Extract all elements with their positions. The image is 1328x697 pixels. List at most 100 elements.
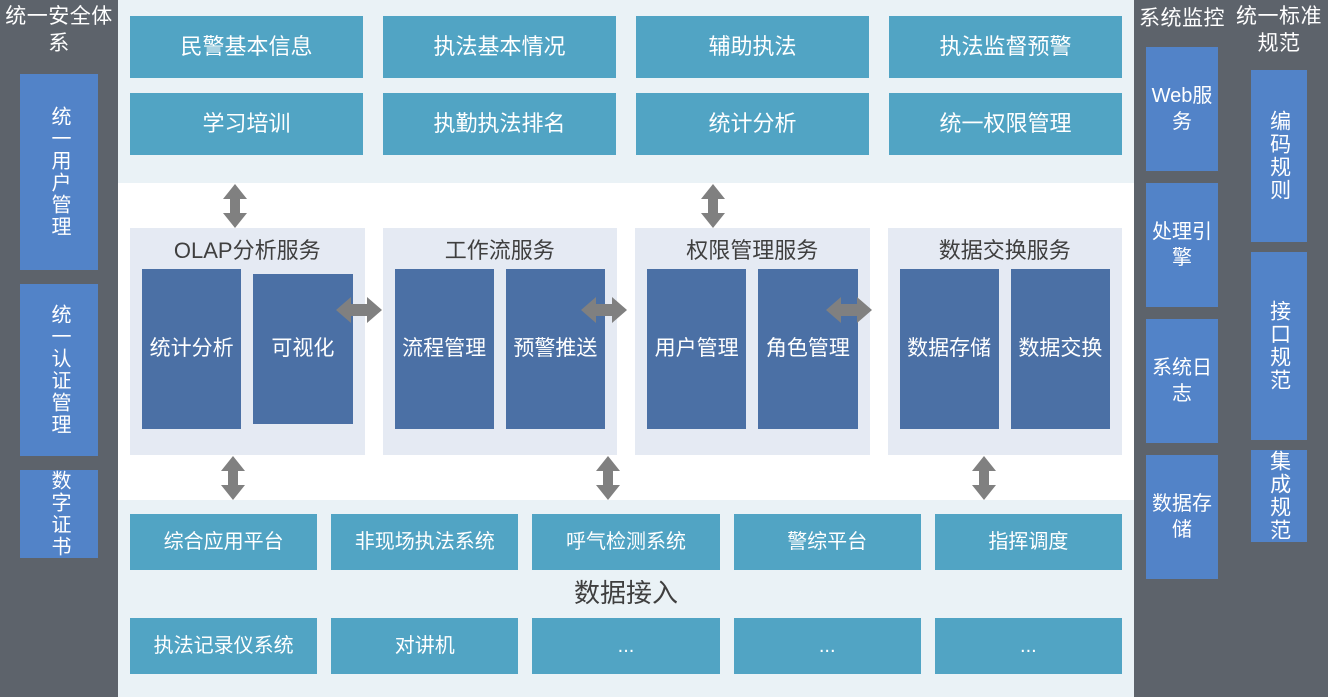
service-panel-permission: 权限管理服务 用户管理 角色管理 (635, 228, 870, 455)
app-box-label: 辅助执法 (708, 33, 797, 59)
service-box-label: 预警推送 (513, 336, 598, 360)
data-source-command-dispatch[interactable]: 指挥调度 (934, 514, 1122, 570)
service-sub-row: 数据存储 数据交换 (899, 267, 1110, 443)
data-source-label: 执法记录仪系统 (153, 635, 294, 657)
monitor-chip-web-service[interactable]: Web服务 (1146, 46, 1218, 171)
application-layer-panel: 民警基本信息 执法基本情况 辅助执法 执法监督预警 学习培训 执勤执法排名 统计… (118, 0, 1134, 183)
data-source-label: 指挥调度 (988, 531, 1069, 553)
center-stack: 民警基本信息 执法基本情况 辅助执法 执法监督预警 学习培训 执勤执法排名 统计… (118, 0, 1134, 697)
security-chip-unified-auth-management[interactable]: 统一认证管理 (20, 283, 98, 456)
data-source-label: ... (617, 635, 635, 657)
data-source-law-enforcement-recorder-system[interactable]: 执法记录仪系统 (130, 618, 318, 674)
data-access-row-bottom: 执法记录仪系统 对讲机 ... ... ... (130, 618, 1122, 674)
app-box-label: 民警基本信息 (180, 33, 313, 59)
service-panel-title: OLAP分析服务 (173, 238, 321, 263)
data-source-label: 警综平台 (787, 531, 868, 553)
service-box-label: 流程管理 (402, 336, 487, 360)
data-source-breath-test-system[interactable]: 呼气检测系统 (532, 514, 720, 570)
service-box-data-exchange[interactable]: 数据交换 (1010, 269, 1110, 429)
service-box-label: 数据存储 (907, 336, 992, 360)
app-box-statistical-analysis[interactable]: 统计分析 (636, 93, 869, 155)
service-box-statistical-analysis[interactable]: 统计分析 (142, 269, 242, 429)
double-arrow-vertical-icon (221, 455, 245, 500)
service-box-label: 角色管理 (765, 336, 850, 360)
security-chip-digital-certificate[interactable]: 数字证书 (20, 469, 98, 558)
service-panel-workflow: 工作流服务 流程管理 预警推送 (382, 228, 617, 455)
service-box-user-management[interactable]: 用户管理 (647, 269, 747, 429)
standard-chip-label: 接口规范 (1267, 299, 1291, 392)
service-box-alert-push[interactable]: 预警推送 (505, 269, 605, 429)
monitor-chip-processing-engine[interactable]: 处理引擎 (1146, 182, 1218, 307)
standard-chip-label: 编码规则 (1267, 109, 1291, 202)
data-source-walkie-talkie[interactable]: 对讲机 (331, 618, 519, 674)
monitor-chip-label: Web服务 (1151, 84, 1213, 133)
security-chip-unified-user-management[interactable]: 统一用户管理 (20, 73, 98, 270)
service-box-label: 用户管理 (654, 336, 739, 360)
security-column-title: 统一安全体系 (5, 5, 113, 55)
monitor-chip-label: 数据存储 (1152, 492, 1212, 541)
security-chip-label: 数字证书 (48, 469, 70, 558)
app-box-label: 执法基本情况 (433, 33, 566, 59)
data-source-label: 综合应用平台 (163, 531, 284, 553)
service-box-process-management[interactable]: 流程管理 (394, 269, 494, 429)
app-box-duty-enforcement-ranking[interactable]: 执勤执法排名 (383, 93, 616, 155)
double-arrow-vertical-icon (223, 183, 247, 228)
data-source-more-3[interactable]: ... (934, 618, 1122, 674)
data-source-label: ... (818, 635, 836, 657)
app-box-unified-permission-management[interactable]: 统一权限管理 (889, 93, 1122, 155)
app-box-enforcement-supervision-alert[interactable]: 执法监督预警 (889, 16, 1122, 78)
double-arrow-vertical-icon (596, 455, 620, 500)
monitor-chip-label: 处理引擎 (1152, 220, 1212, 269)
data-source-more-1[interactable]: ... (532, 618, 720, 674)
service-panel-olap: OLAP分析服务 统计分析 可视化 (130, 228, 365, 455)
standard-chip-integration-spec[interactable]: 集成规范 (1251, 449, 1307, 542)
monitor-chip-system-log[interactable]: 系统日志 (1146, 318, 1218, 443)
service-panel-data-exchange: 数据交换服务 数据存储 数据交换 (887, 228, 1122, 455)
security-chip-label: 统一认证管理 (48, 303, 70, 436)
double-arrow-horizontal-icon (336, 297, 382, 323)
standard-chip-coding-rules[interactable]: 编码规则 (1251, 69, 1307, 242)
app-box-assisted-enforcement[interactable]: 辅助执法 (636, 16, 869, 78)
standard-chip-label: 集成规范 (1267, 449, 1291, 542)
service-panel-title: 工作流服务 (444, 238, 555, 263)
standard-chip-interface-spec[interactable]: 接口规范 (1251, 251, 1307, 440)
app-box-enforcement-basics[interactable]: 执法基本情况 (383, 16, 616, 78)
app-box-police-basic-info[interactable]: 民警基本信息 (130, 16, 363, 78)
app-box-label: 执法监督预警 (939, 33, 1072, 59)
system-monitor-column: 系统监控 Web服务 处理引擎 系统日志 数据存储 (1134, 0, 1230, 697)
security-column: 统一安全体系 统一用户管理 统一认证管理 数字证书 (0, 0, 118, 697)
service-panel-title: 权限管理服务 (686, 238, 819, 263)
data-source-label: 非现场执法系统 (354, 531, 495, 553)
arrow-band-bottom (118, 455, 1134, 500)
app-box-label: 执勤执法排名 (433, 110, 566, 136)
monitor-chip-label: 系统日志 (1152, 356, 1212, 405)
double-arrow-vertical-icon (972, 455, 996, 500)
unified-standard-column: 统一标准规范 编码规则 接口规范 集成规范 (1230, 0, 1328, 697)
arrow-band-top (118, 183, 1134, 228)
app-box-label: 学习培训 (202, 110, 291, 136)
service-sub-row: 用户管理 角色管理 (647, 267, 858, 443)
data-source-offsite-enforcement-system[interactable]: 非现场执法系统 (331, 514, 519, 570)
data-source-label: ... (1020, 635, 1037, 657)
system-monitor-column-title: 系统监控 (1139, 7, 1225, 30)
service-layer-band: OLAP分析服务 统计分析 可视化 工作流服务 流程管理 预警推送 权限管理服务… (118, 228, 1134, 455)
data-source-label: 呼气检测系统 (565, 531, 686, 553)
data-access-panel: 综合应用平台 非现场执法系统 呼气检测系统 警综平台 指挥调度 数据接入 执法记… (118, 500, 1134, 697)
service-sub-row: 统计分析 可视化 (142, 267, 353, 443)
app-box-training[interactable]: 学习培训 (130, 93, 363, 155)
data-access-row-top: 综合应用平台 非现场执法系统 呼气检测系统 警综平台 指挥调度 (130, 514, 1122, 570)
double-arrow-vertical-icon (701, 183, 725, 228)
service-box-visualization[interactable]: 可视化 (253, 274, 353, 424)
service-box-role-management[interactable]: 角色管理 (758, 269, 858, 429)
data-source-label: 对讲机 (394, 635, 455, 657)
data-source-police-integrated-platform[interactable]: 警综平台 (733, 514, 921, 570)
service-box-label: 数据交换 (1018, 336, 1103, 360)
security-chip-label: 统一用户管理 (48, 105, 70, 238)
data-source-integrated-app-platform[interactable]: 综合应用平台 (130, 514, 318, 570)
service-box-label: 可视化 (271, 336, 335, 360)
app-box-label: 统计分析 (708, 110, 797, 136)
data-source-more-2[interactable]: ... (733, 618, 921, 674)
monitor-chip-data-storage[interactable]: 数据存储 (1146, 454, 1218, 579)
service-box-data-storage[interactable]: 数据存储 (899, 269, 999, 429)
